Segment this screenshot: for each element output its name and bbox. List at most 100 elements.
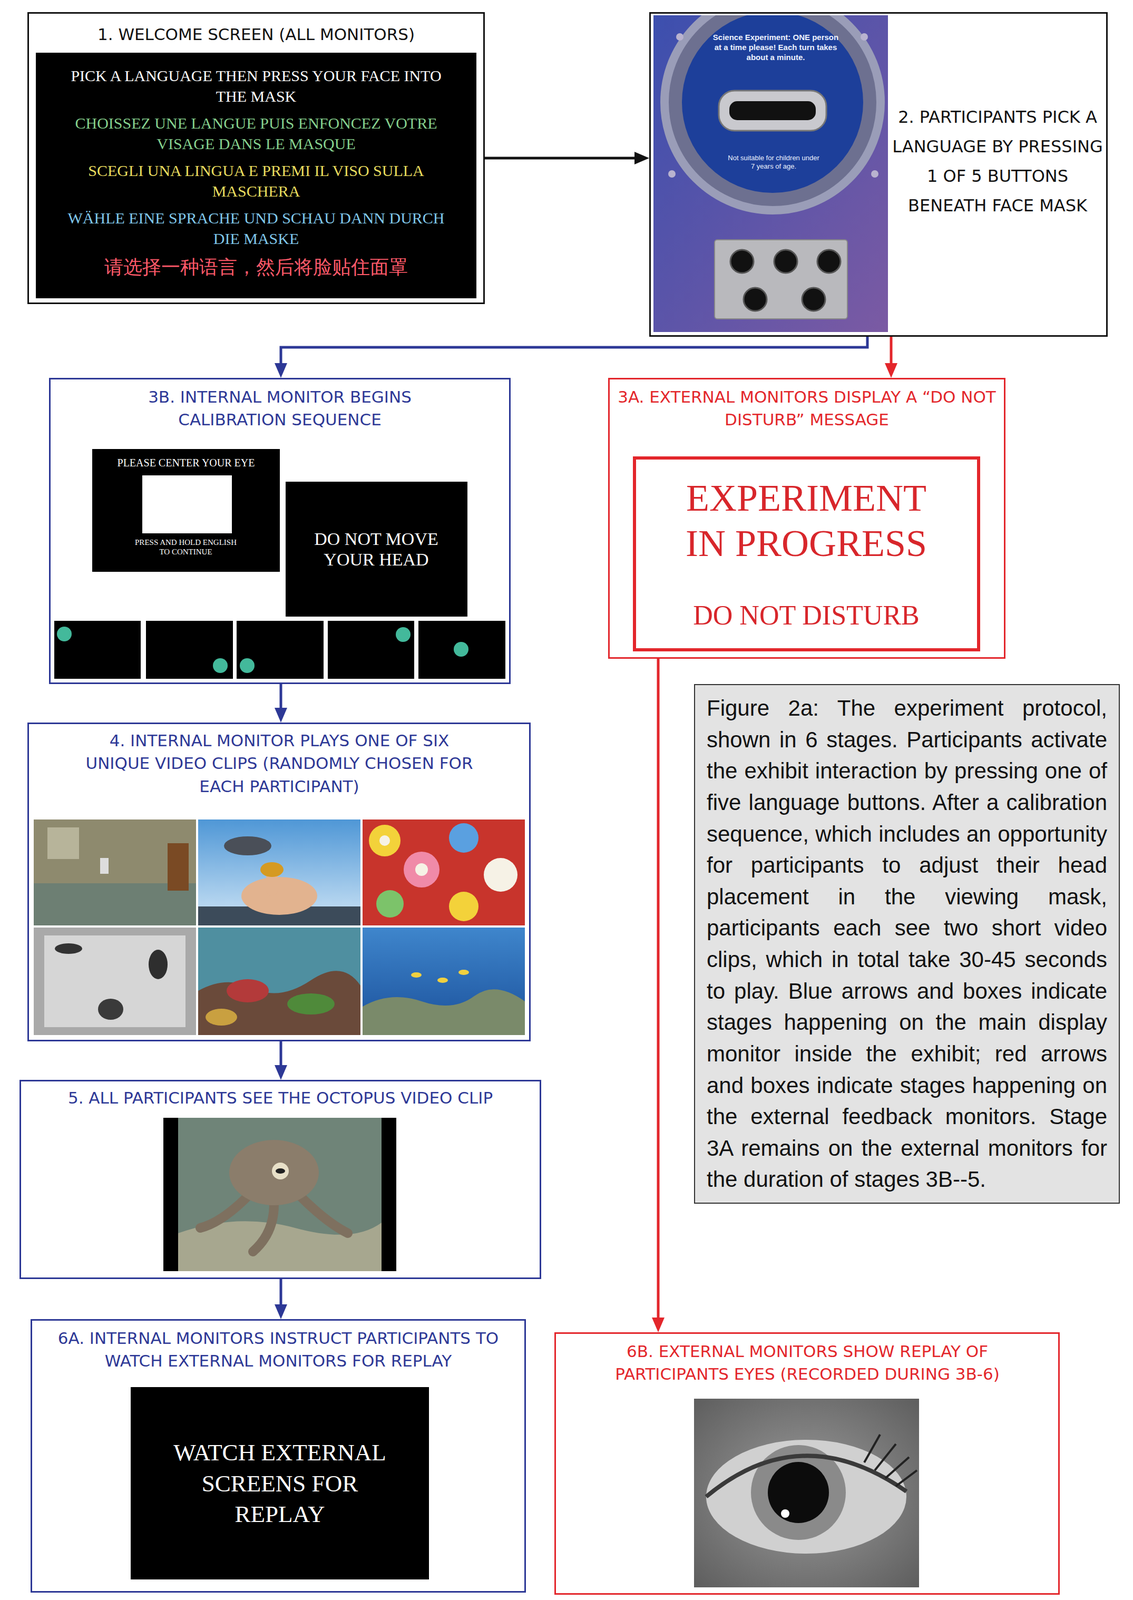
calibration-dot [395, 627, 411, 642]
octopus-eye [271, 1162, 289, 1180]
node-text: 3B. INTERNAL MONITOR BEGINS CALIBRATION … [111, 385, 449, 432]
node-subtext: DO NOT DISTURB [658, 599, 954, 632]
node-text: 4. INTERNAL MONITOR PLAYS ONE OF SIX UNI… [79, 729, 480, 798]
flower [448, 823, 479, 853]
coral [287, 993, 335, 1015]
calibration-dot [239, 658, 255, 673]
calibration-screen: DO NOT MOVE YOUR HEAD [285, 481, 468, 617]
calibration-dot [212, 658, 228, 673]
stage-box: 2. PARTICIPANTS PICK A LANGUAGE BY PRESS… [649, 12, 1108, 337]
external-stage-box: 3A. EXTERNAL MONITORS DISPLAY A “DO NOT … [608, 377, 1006, 659]
flow-arrow [484, 157, 643, 160]
octopus-body [229, 1139, 319, 1206]
language-button [802, 287, 826, 311]
video-thumbnails [33, 819, 525, 1035]
coral [226, 979, 269, 1003]
eyelashes [864, 1434, 917, 1487]
rivet [676, 33, 684, 41]
face-mask [718, 90, 827, 131]
octopus-photo [163, 1117, 397, 1272]
rivet [860, 33, 868, 41]
node-text: 6B. EXTERNAL MONITORS SHOW REPLAY OF PAR… [570, 1340, 1045, 1386]
node-subtext: CHOISSEZ UNE LANGUE PUIS ENFONCEZ VOTRE … [63, 112, 449, 154]
eye-frame [694, 1398, 920, 1588]
fish [411, 972, 422, 978]
stage-box: 1. WELCOME SCREEN (ALL MONITORS) PICK A L… [27, 12, 485, 305]
language-button [743, 287, 767, 311]
bottle [100, 857, 109, 874]
tank-object [54, 943, 83, 954]
flow-arrow [279, 684, 283, 717]
button-plate [714, 239, 848, 319]
video-frame [163, 1117, 397, 1272]
photo-sign-text: Science Experiment: ONE person at a time… [712, 32, 839, 63]
node-text: WATCH EXTERNAL SCREENS FOR REPLAY [158, 1437, 402, 1530]
internal-stage-box: 4. INTERNAL MONITOR PLAYS ONE OF SIX UNI… [27, 722, 531, 1042]
flower [483, 857, 518, 892]
rivet [871, 170, 879, 178]
photo-sign-text: Not suitable for children under 7 years … [727, 153, 820, 172]
language-button [730, 249, 754, 273]
sky [198, 819, 361, 926]
flower-pattern [362, 819, 525, 926]
octopus-arm [300, 1196, 348, 1234]
dot-screen [54, 620, 141, 679]
flower-center [415, 863, 428, 876]
node-text: 6A. INTERNAL MONITORS INSTRUCT PARTICIPA… [41, 1326, 516, 1373]
flower [403, 851, 440, 888]
eyelid [706, 1455, 907, 1497]
do-not-disturb-sign: EXPERIMENT IN PROGRESS DO NOT DISTURB [632, 456, 981, 652]
porthole-ring [664, 15, 881, 211]
internal-stage-box: 5. ALL PARTICIPANTS SEE THE OCTOPUS VIDE… [19, 1079, 542, 1279]
external-stage-box: 6B. EXTERNAL MONITORS SHOW REPLAY OF PAR… [554, 1332, 1060, 1595]
exhibit-photo [653, 15, 888, 332]
flow-arrow [890, 336, 893, 372]
node-text: 3A. EXTERNAL MONITORS DISPLAY A “DO NOT … [617, 385, 997, 432]
language-button [774, 249, 798, 273]
node-text: 2. PARTICIPANTS PICK A LANGUAGE BY PRESS… [892, 102, 1103, 221]
dot-screen [145, 620, 233, 679]
bird [223, 836, 272, 856]
octopus-arm [200, 1196, 248, 1228]
photo-label-holder: Science Experiment: ONE person at a time… [712, 32, 839, 63]
node-text: PICK A LANGUAGE THEN PRESS YOUR FACE INT… [63, 65, 449, 107]
node-subtext: WÄHLE EINE SPRACHE UND SCHAU DANN DURCH … [63, 207, 449, 249]
flower [448, 891, 479, 922]
internal-stage-box: 3B. INTERNAL MONITOR BEGINS CALIBRATION … [49, 377, 511, 685]
calibration-dot [453, 641, 469, 657]
pupil [767, 1461, 829, 1523]
cabinet [167, 843, 189, 891]
seabed [178, 1117, 382, 1272]
flow-arrow [657, 658, 660, 1326]
mask-slot [729, 101, 816, 121]
flower [368, 824, 401, 857]
node-text: EXPERIMENT IN PROGRESS [674, 475, 939, 567]
node-subtext: 请选择一种语言，然后将脸贴住面罩 [63, 255, 449, 280]
tank-object [98, 998, 124, 1020]
node-text: 1. WELCOME SCREEN (ALL MONITORS) [40, 23, 473, 46]
rivet [668, 170, 676, 178]
coral [205, 1008, 238, 1026]
node-subtext: PRESS AND HOLD ENGLISH TO CONTINUE [129, 537, 243, 557]
tank-inner [44, 935, 186, 1028]
water [198, 927, 361, 1035]
fish [458, 969, 470, 975]
node-text: DO NOT MOVE YOUR HEAD [305, 528, 448, 570]
tank [33, 927, 197, 1035]
photo-label-holder: Not suitable for children under 7 years … [727, 153, 820, 172]
calibration-screen: PLEASE CENTER YOUR EYEPRESS AND HOLD ENG… [92, 448, 280, 572]
node-subtext: SCEGLI UNA LINGUA E PREMI IL VISO SULLA … [63, 160, 449, 202]
ocean [362, 927, 525, 1035]
eye-replay [694, 1398, 920, 1588]
bedroom-wall [33, 819, 197, 926]
figure-caption: Figure 2a: The experiment protocol, show… [706, 692, 1108, 1196]
highlight [780, 1509, 790, 1518]
porthole-disc [681, 15, 864, 193]
dot-screen [418, 620, 506, 679]
internal-stage-box: 6A. INTERNAL MONITORS INSTRUCT PARTICIPA… [30, 1319, 526, 1593]
reef [198, 970, 361, 1035]
node-text: 5. ALL PARTICIPANTS SEE THE OCTOPUS VIDE… [30, 1086, 531, 1110]
dot-screen [236, 620, 324, 679]
window-light [47, 827, 80, 859]
